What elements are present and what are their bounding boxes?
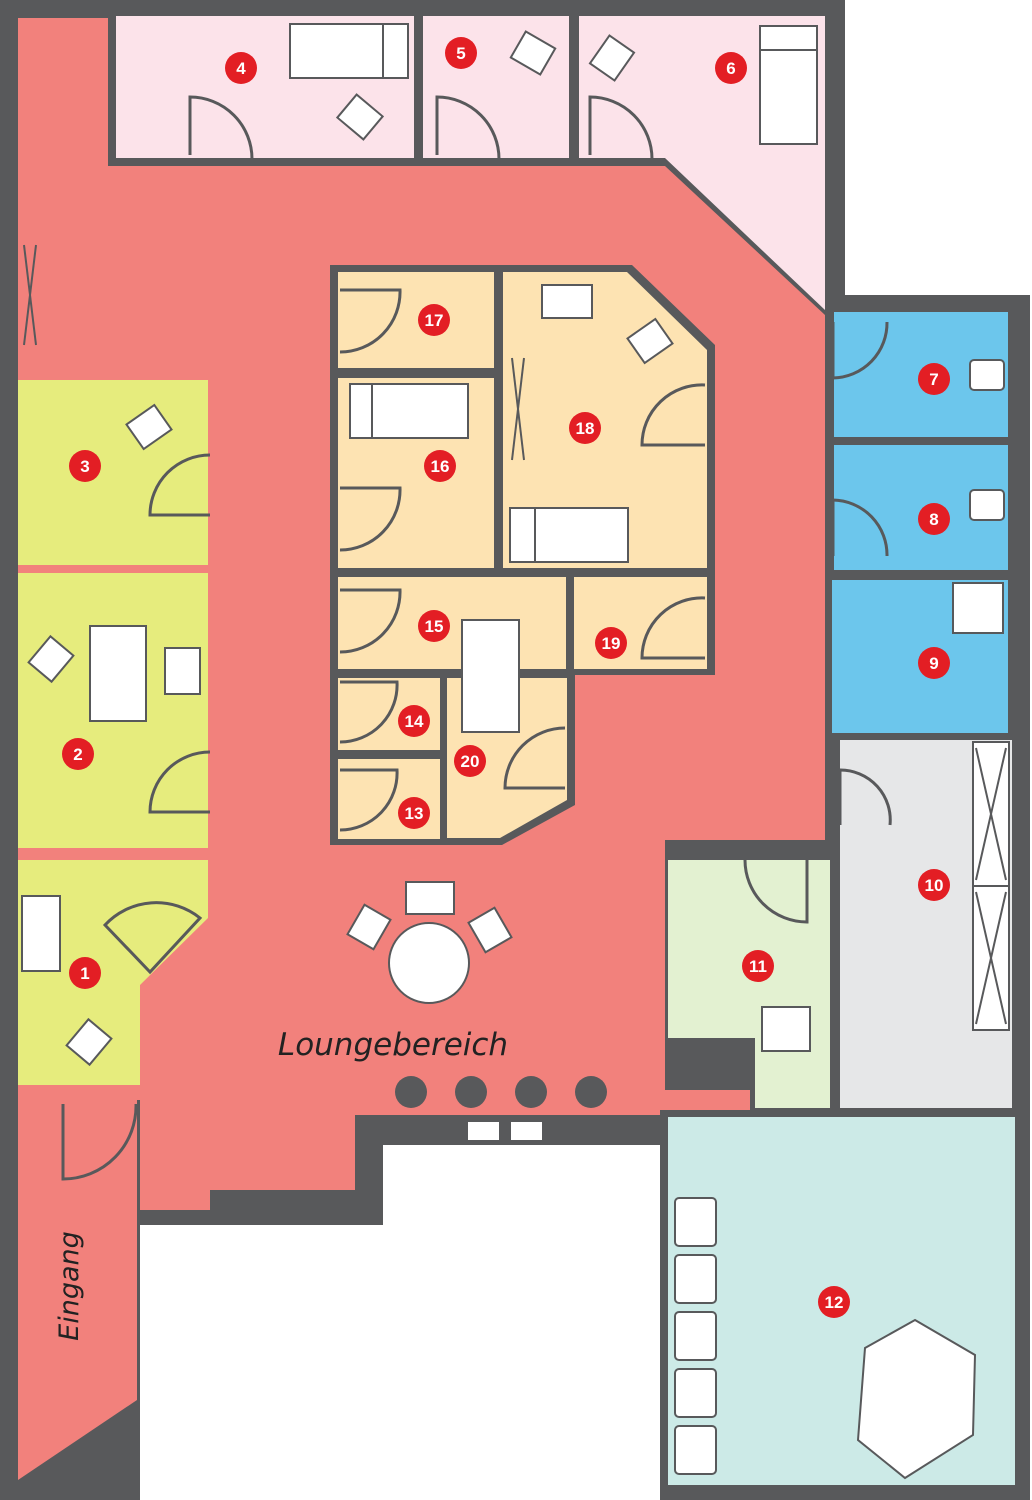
room-badge-circle [595, 627, 627, 659]
room-badge-circle [225, 52, 257, 84]
room-badge-1: 1 [69, 957, 101, 989]
outside-area-lower [140, 1225, 383, 1500]
room-badge-circle [62, 738, 94, 770]
room-badge-circle [424, 450, 456, 482]
room-3 [18, 380, 208, 565]
room-badge-circle [918, 647, 950, 679]
room-number-label: 4 [236, 59, 246, 78]
room-badge-3: 3 [69, 450, 101, 482]
room-number-label: 13 [405, 804, 424, 823]
room-number-label: 6 [726, 59, 735, 78]
room-badge-circle [918, 503, 950, 535]
room-badge-circle [418, 304, 450, 336]
room-badge-circle [398, 797, 430, 829]
outside-area [383, 1145, 660, 1500]
lounge-label: Loungebereich [278, 1027, 508, 1063]
room-badge-4: 4 [225, 52, 257, 84]
room-badge-circle [742, 950, 774, 982]
room-badge-11: 11 [742, 950, 774, 982]
room-badge-9: 9 [918, 647, 950, 679]
room-badge-2: 2 [62, 738, 94, 770]
chairs [27, 30, 674, 1067]
room-badge-19: 19 [595, 627, 627, 659]
room-badge-circle [69, 450, 101, 482]
room-badge-circle [715, 52, 747, 84]
furniture [21, 23, 1010, 1480]
room-number-label: 7 [929, 370, 938, 389]
room-1 [18, 860, 208, 1085]
room-19 [574, 577, 707, 669]
room-badge-circle [454, 745, 486, 777]
room-badge-circle [818, 1286, 850, 1318]
room-badge-12: 12 [818, 1286, 850, 1318]
room-badge-8: 8 [918, 503, 950, 535]
room-number-label: 17 [425, 311, 444, 330]
room-badge-7: 7 [918, 363, 950, 395]
room-badge-13: 13 [398, 797, 430, 829]
room-15 [338, 577, 566, 669]
room-number-label: 19 [602, 634, 621, 653]
room-badge-circle [569, 412, 601, 444]
room-badge-20: 20 [454, 745, 486, 777]
room-number-label: 3 [80, 457, 89, 476]
room-number-label: 2 [73, 745, 82, 764]
room-number-label: 11 [749, 957, 767, 976]
room-badge-5: 5 [445, 37, 477, 69]
room-badge-circle [418, 610, 450, 642]
room-number-label: 18 [576, 419, 595, 438]
room-badge-circle [918, 363, 950, 395]
windows [23, 244, 1007, 1025]
room-number-label: 8 [929, 510, 938, 529]
bar-stools [395, 1076, 607, 1108]
room-number-label: 12 [825, 1293, 844, 1312]
room-17 [338, 272, 494, 368]
room-badge-6: 6 [715, 52, 747, 84]
room-badge-15: 15 [418, 610, 450, 642]
room-badge-circle [445, 37, 477, 69]
room-number-label: 9 [929, 654, 938, 673]
room-number-label: 15 [425, 617, 444, 636]
room-badge-10: 10 [918, 869, 950, 901]
room-number-label: 5 [456, 44, 465, 63]
room-badge-17: 17 [418, 304, 450, 336]
room-number-label: 10 [925, 876, 944, 895]
room-number-label: 1 [80, 964, 89, 983]
room-badge-18: 18 [569, 412, 601, 444]
room-badge-16: 16 [424, 450, 456, 482]
room-number-label: 14 [405, 712, 424, 731]
room-badge-circle [398, 705, 430, 737]
entrance-label: Eingang [54, 1231, 85, 1341]
room-badge-circle [918, 869, 950, 901]
room-number-label: 20 [461, 752, 480, 771]
room-badge-14: 14 [398, 705, 430, 737]
doors [61, 95, 892, 1181]
room-number-label: 16 [431, 457, 450, 476]
room-5 [423, 16, 569, 158]
entrance-corridor [18, 1095, 137, 1480]
room-badge-circle [69, 957, 101, 989]
